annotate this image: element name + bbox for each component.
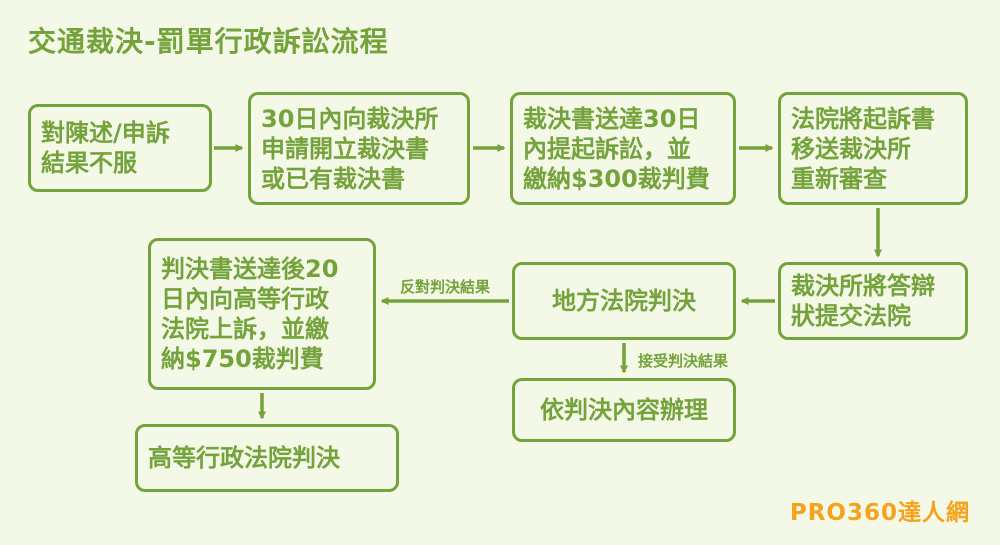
node-court-forwards-review: 法院將起訴書 移送裁決所 重新審查	[778, 92, 968, 205]
node-defense-statement: 裁決所將答辯 狀提交法院	[778, 262, 968, 340]
node-comply-judgment: 依判決內容辦理	[512, 378, 736, 442]
node-start-objection: 對陳述/申訴 結果不服	[28, 104, 212, 192]
node-high-court-judgment: 高等行政法院判決	[135, 424, 399, 492]
brand-watermark: PRO360達人網	[789, 500, 970, 526]
edge-label-accept-judgment: 接受判決結果	[638, 352, 729, 370]
page-title: 交通裁決-罰單行政訴訟流程	[28, 25, 389, 58]
edge-label-oppose-judgment: 反對判決結果	[399, 278, 490, 296]
node-file-lawsuit: 裁決書送達30日 內提起訴訟，並 繳納$300裁判費	[510, 92, 736, 205]
node-appeal-high-court: 判決書送達後20 日內向高等行政 法院上訴，並繳 納$750裁判費	[148, 238, 376, 390]
node-apply-ruling: 30日內向裁決所 申請開立裁決書 或已有裁決書	[248, 92, 470, 205]
node-district-court-judgment: 地方法院判決	[512, 262, 736, 340]
